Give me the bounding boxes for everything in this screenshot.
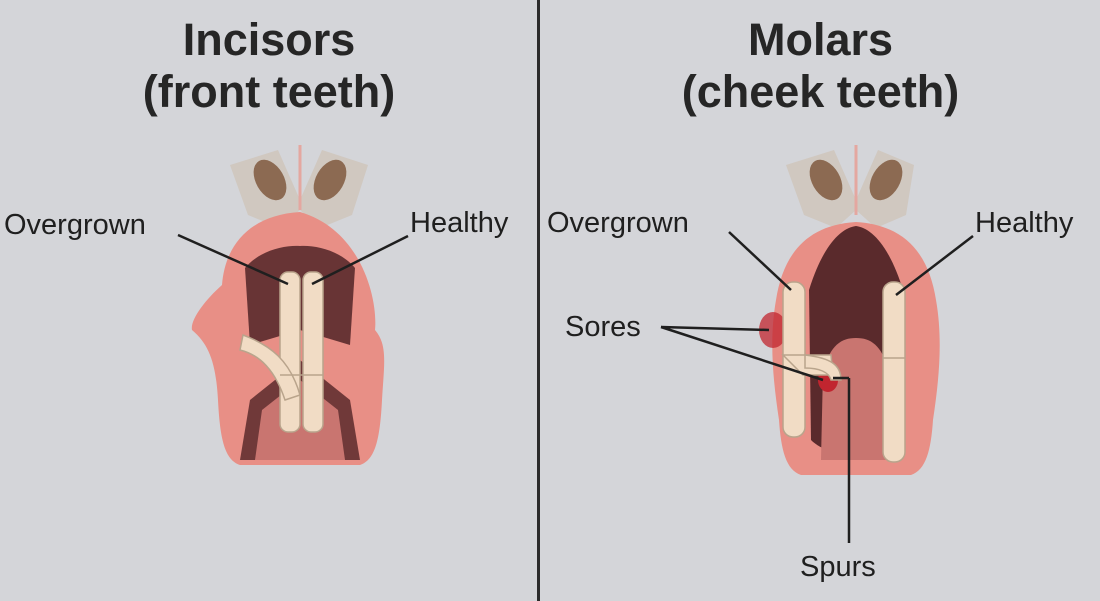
incisors-teeth xyxy=(239,271,324,433)
incisors-overgrown-label: Overgrown xyxy=(4,209,146,241)
incisors-panel: Incisors (front teeth) Overgrown Healthy xyxy=(0,0,538,601)
molars-sores-leader-1 xyxy=(660,325,770,332)
panel-divider xyxy=(537,0,540,601)
incisors-illustration xyxy=(177,145,409,465)
incisors-title: Incisors xyxy=(182,14,356,65)
incisors-nose xyxy=(230,145,368,228)
molars-healthy-label: Healthy xyxy=(975,207,1074,239)
molars-overgrown-leader xyxy=(728,231,792,291)
molars-illustration xyxy=(660,145,974,543)
molars-nose xyxy=(786,145,914,228)
molars-subtitle: (cheek teeth) xyxy=(681,66,960,117)
molars-sores-label: Sores xyxy=(565,311,641,343)
molars-healthy-leader xyxy=(895,235,974,296)
molars-sores-leader-2 xyxy=(660,325,824,382)
molars-spurs-label: Spurs xyxy=(800,551,876,583)
incisors-healthy-label: Healthy xyxy=(410,207,509,239)
incisors-subtitle: (front teeth) xyxy=(142,66,396,117)
molars-panel: Molars (cheek teeth) Over xyxy=(541,0,1100,601)
molars-title: Molars xyxy=(747,14,894,65)
incisors-healthy-leader xyxy=(311,234,409,286)
incisors-overgrown-leader xyxy=(177,233,289,286)
molars-sore-cheek xyxy=(759,312,787,348)
molars-teeth xyxy=(781,281,906,463)
molars-overgrown-label: Overgrown xyxy=(547,207,689,239)
